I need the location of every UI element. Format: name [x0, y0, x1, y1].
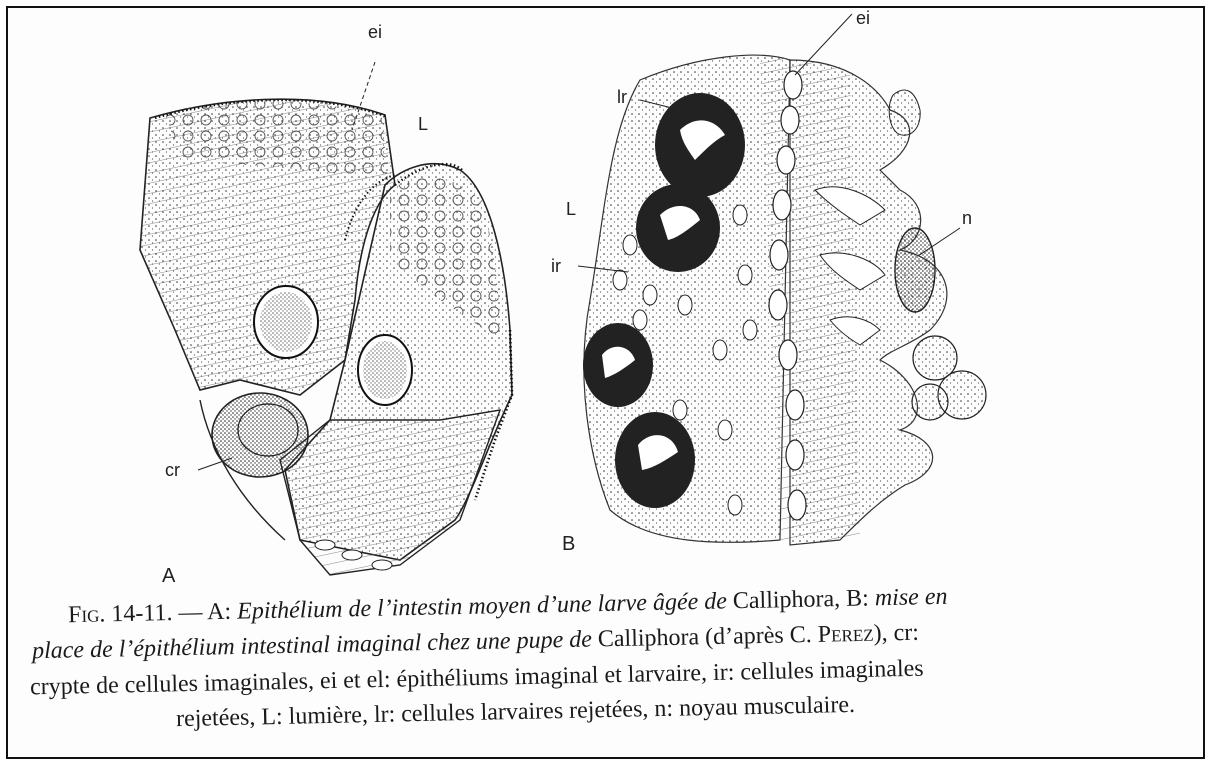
- label-b-lr: lr: [617, 87, 627, 107]
- label-b-ir: ir: [551, 256, 561, 276]
- panel-a-drawing: [140, 62, 512, 575]
- figure-caption: Fig. 14-11. — A: Epithélium de l’intesti…: [30, 567, 1180, 717]
- label-b-L: L: [566, 199, 576, 219]
- label-b-ei: ei: [856, 8, 870, 28]
- label-a-cr: cr: [165, 460, 180, 480]
- panel-label-b: B: [562, 533, 575, 555]
- label-a-L: L: [418, 114, 428, 134]
- panel-b-drawing: [578, 14, 986, 545]
- label-b-n: n: [962, 208, 972, 228]
- figure-number: Fig. 14-11.: [68, 600, 173, 628]
- label-a-ei: ei: [368, 22, 382, 42]
